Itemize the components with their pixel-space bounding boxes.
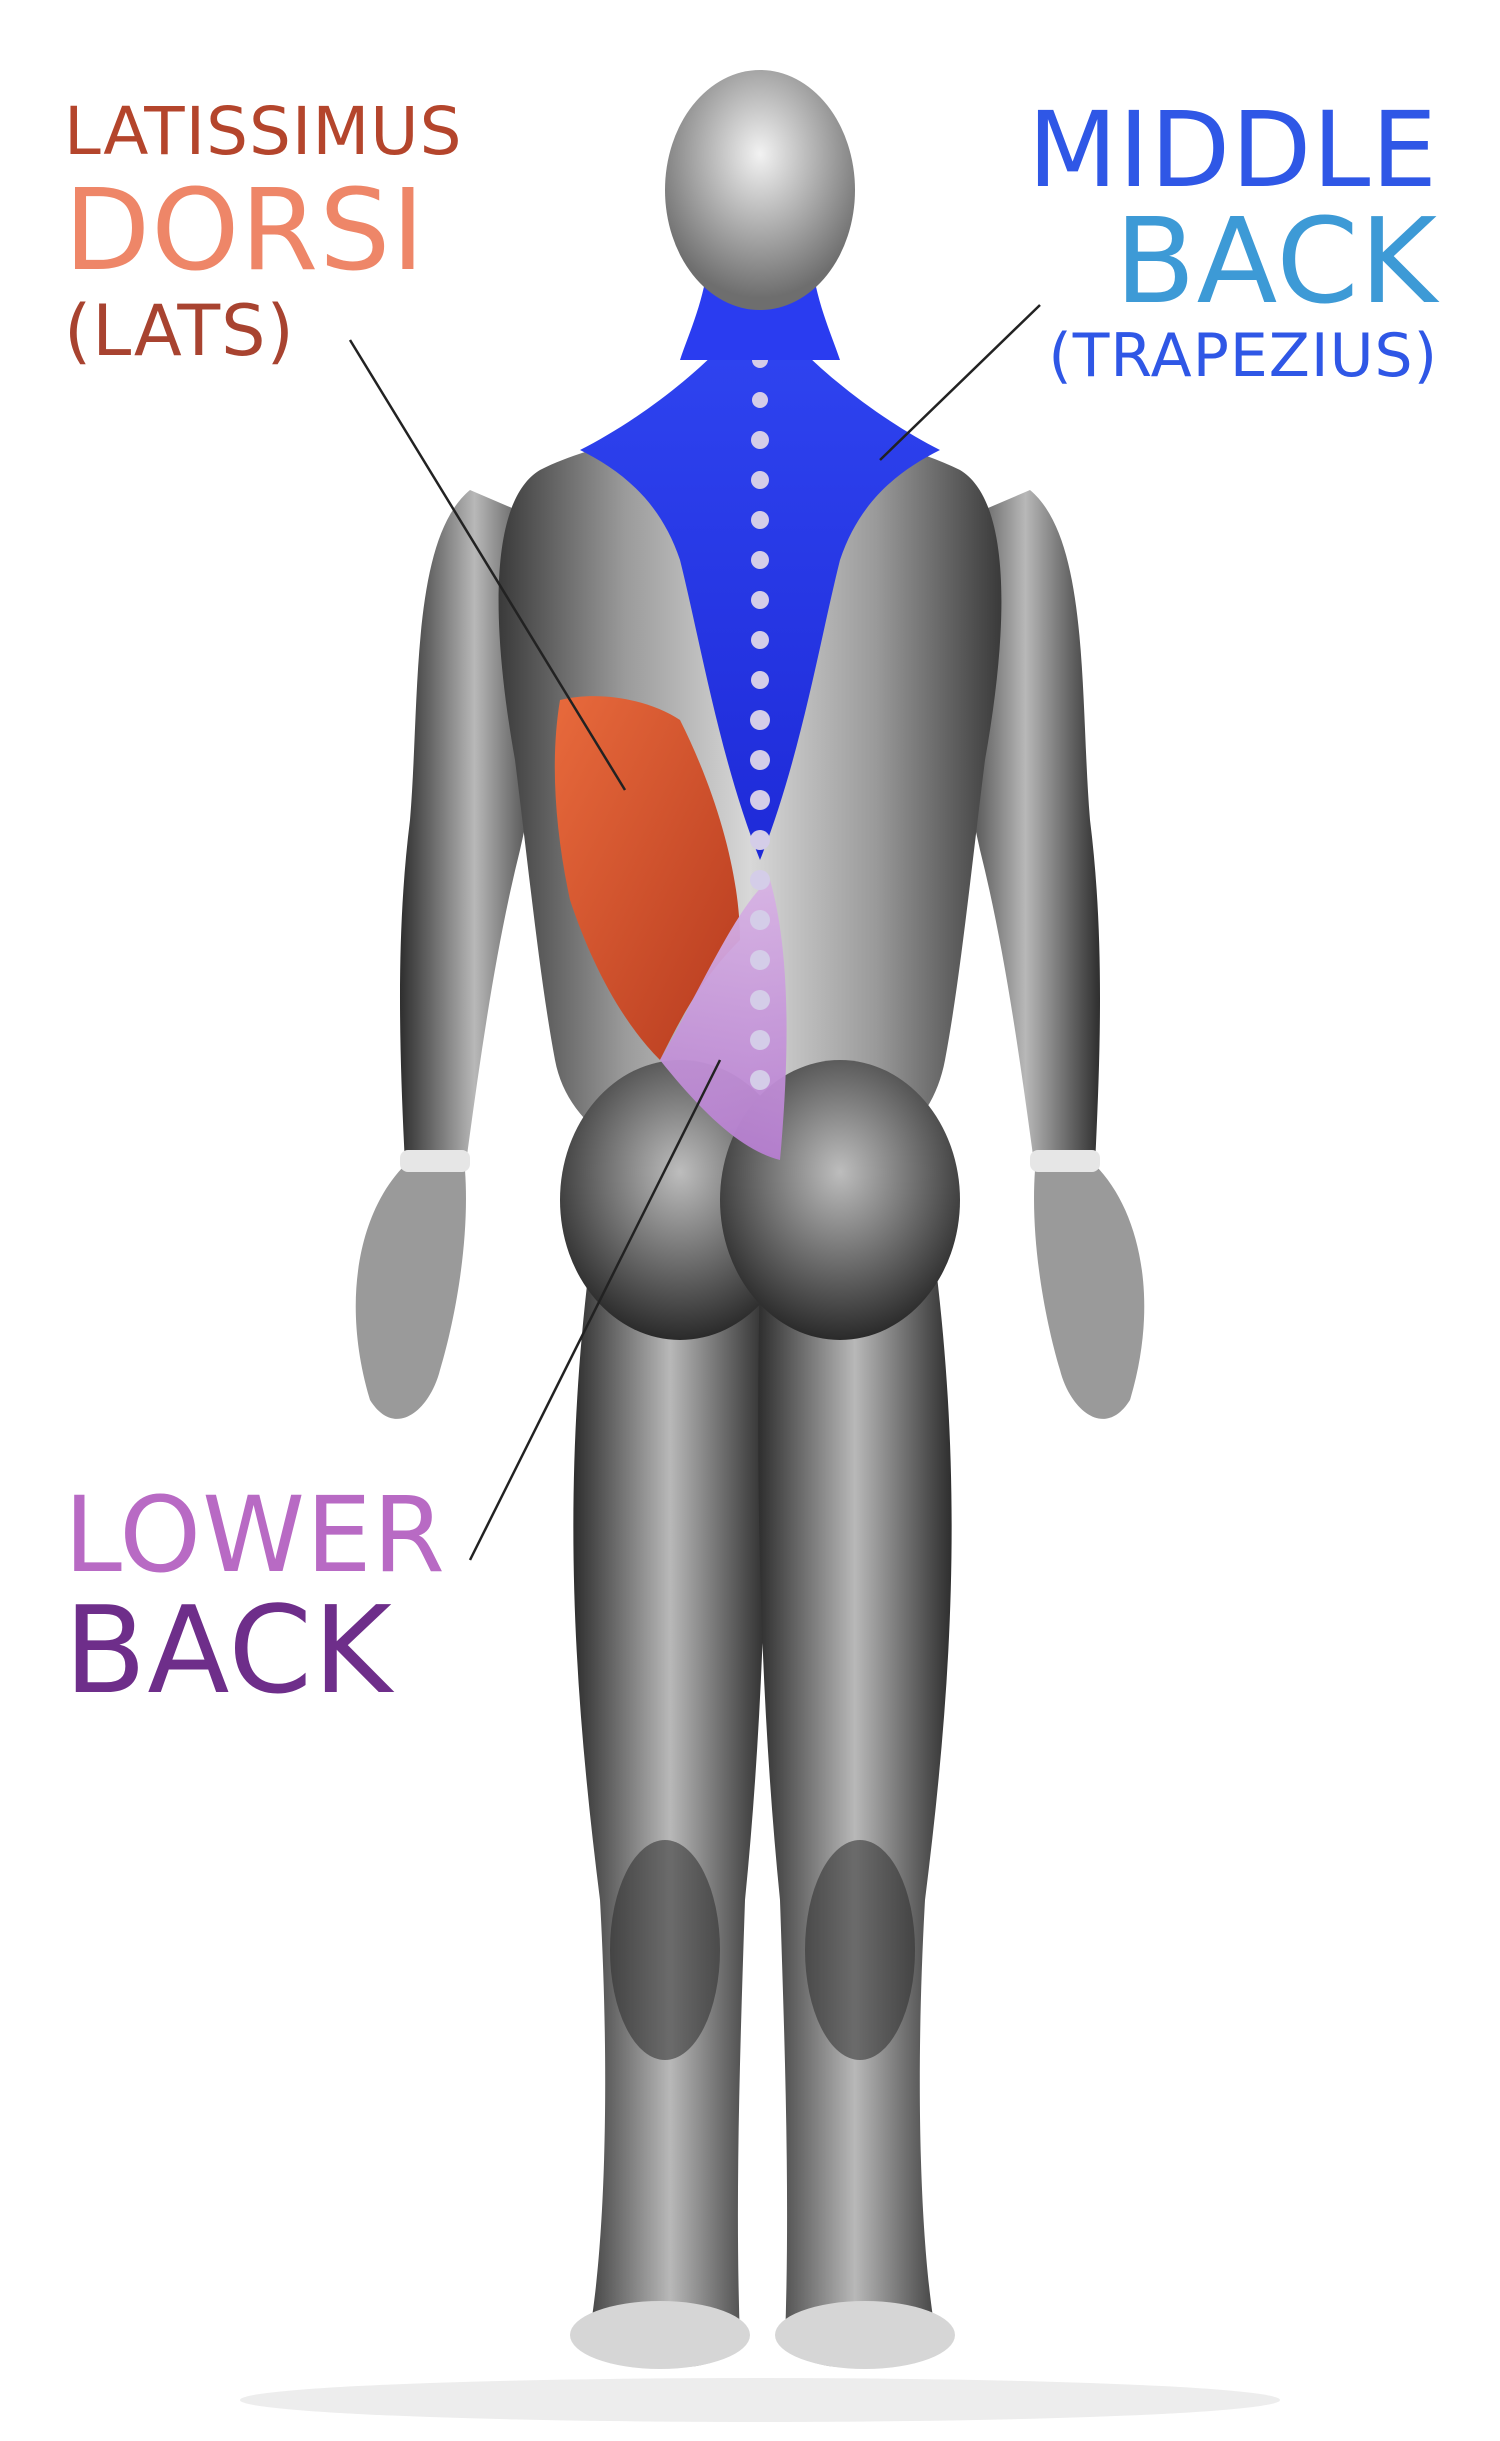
floor-shadow [240, 2378, 1280, 2422]
trapezius-pointer [879, 304, 1041, 461]
lower-back-line2: BACK [64, 1582, 393, 1721]
latissimus-label: LATISSIMUS DORSI (LATS) [64, 92, 463, 372]
lats-pointer [348, 339, 627, 791]
latissimus-highlight [554, 696, 740, 1060]
pointer-lines [348, 304, 1041, 1561]
latissimus-line3: (LATS) [64, 290, 295, 372]
head [665, 70, 855, 310]
latissimus-line2: DORSI [64, 166, 426, 296]
legs [570, 1260, 955, 2369]
lower-back-label: LOWER BACK [64, 1480, 446, 1714]
lower-back-line1: LOWER [64, 1474, 446, 1596]
latissimus-line1: LATISSIMUS [64, 93, 463, 170]
middle-back-line1: MIDDLE [1027, 89, 1438, 211]
lower-back-pointer [468, 1059, 722, 1561]
lower-back-highlight [660, 880, 787, 1160]
trapezius-highlight [580, 300, 940, 860]
middle-back-label: MIDDLE BACK (TRAPEZIUS) [1028, 98, 1438, 392]
middle-back-line3: (TRAPEZIUS) [1048, 321, 1438, 391]
middle-back-line2: BACK [1114, 192, 1438, 330]
